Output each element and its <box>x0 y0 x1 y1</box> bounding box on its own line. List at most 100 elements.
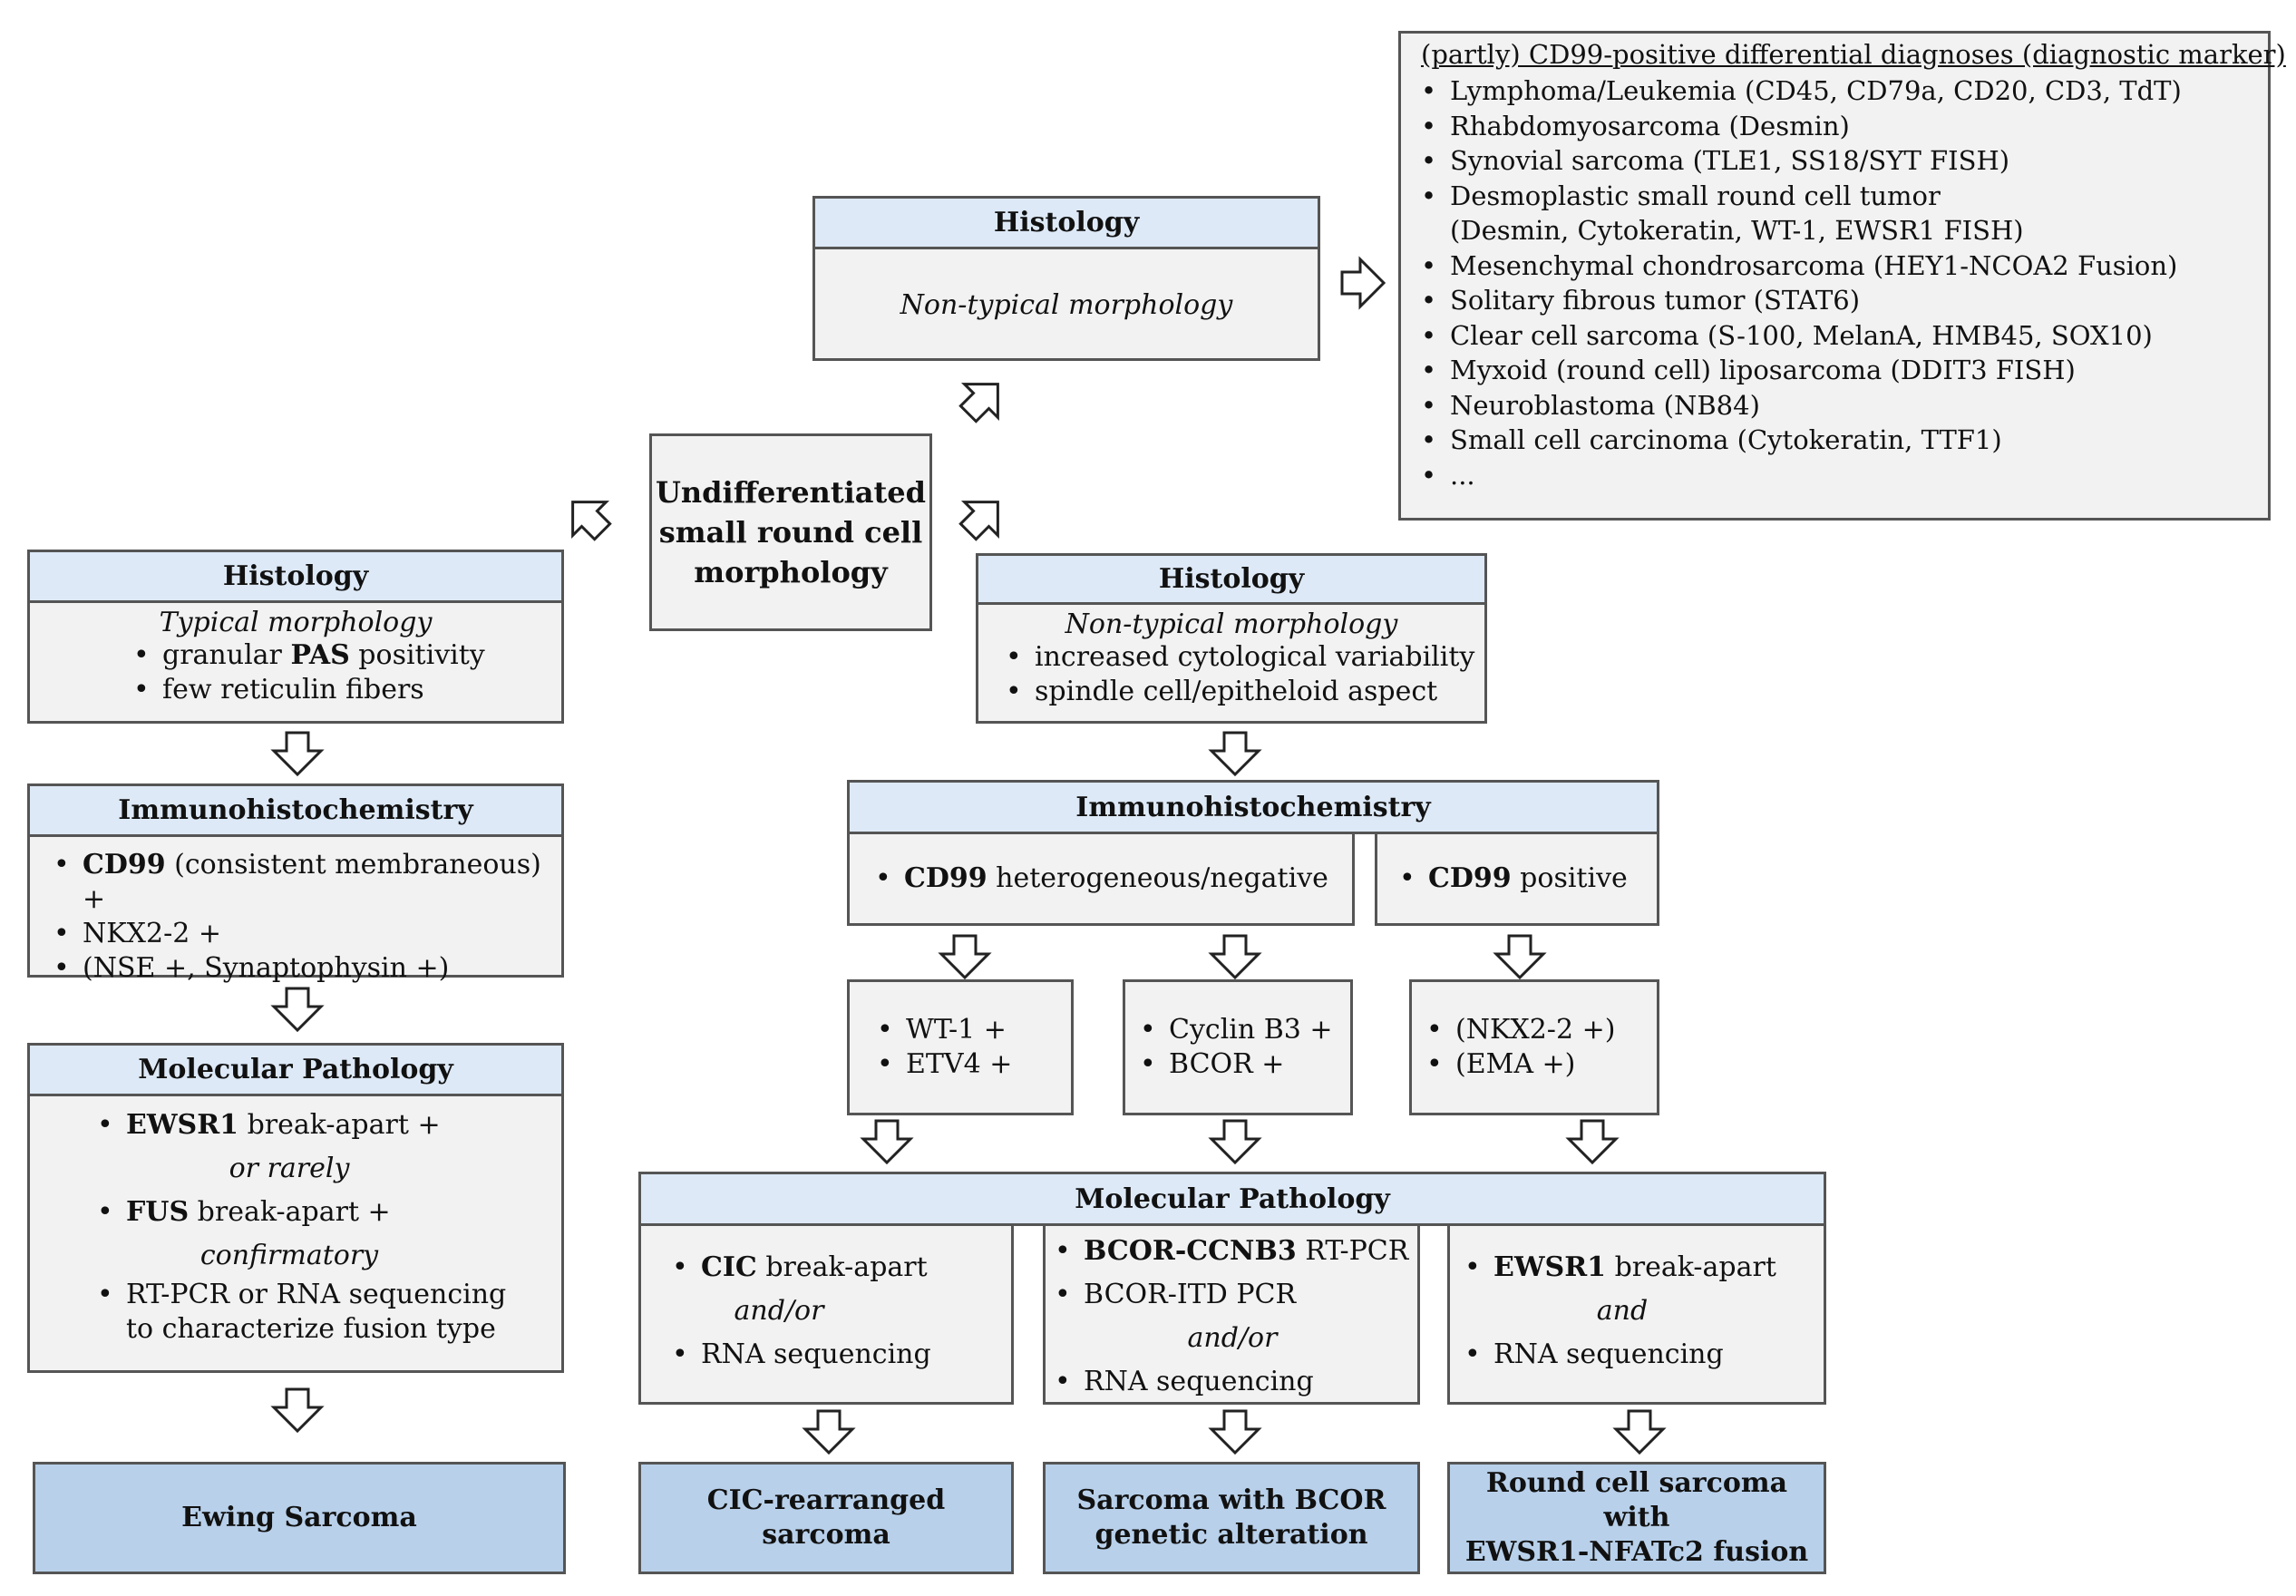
list-item: Myxoid (round cell) liposarcoma (DDIT3 F… <box>1408 353 2261 388</box>
connector-text: or rarely <box>229 1153 350 1184</box>
list-item: FUS break-apart + <box>84 1191 561 1234</box>
result-bcor: Sarcoma with BCOR genetic alteration <box>1043 1462 1420 1574</box>
list-item: Rhabdomyosarcoma (Desmin) <box>1408 109 2261 144</box>
differential-list: Lymphoma/Leukemia (CD45, CD79a, CD20, CD… <box>1408 73 2261 492</box>
list-item: (EMA +) <box>1414 1047 1615 1082</box>
list-item: few reticulin fibers <box>121 673 561 707</box>
arrow-right-histology-down <box>1210 731 1260 776</box>
right-histology-subtitle: Non-typical morphology <box>1065 608 1398 640</box>
molecular-ewsr1-list: EWSR1 break-apart and RNA sequencing <box>1452 1246 1824 1377</box>
arrow-ihc-neg-to-a <box>939 934 990 979</box>
root-label-line3: morphology <box>694 555 888 589</box>
top-histology-title: Histology <box>815 199 1318 249</box>
arrow-left-molecular-down <box>272 1387 323 1433</box>
item-text: RT-PCR <box>1296 1235 1409 1267</box>
list-item: Desmoplastic small round cell tumor <box>1408 179 2261 214</box>
item-text: break-apart + <box>189 1196 391 1228</box>
markers-wt1-box: WT-1 + ETV4 + <box>847 979 1074 1115</box>
list-item: (NSE +, Synaptophysin +) <box>41 951 561 986</box>
arrow-root-to-top-histology <box>949 365 1017 433</box>
right-histology-title: Histology <box>978 556 1484 605</box>
item-bold: CIC <box>701 1251 757 1283</box>
list-item: granular PAS positivity <box>121 638 561 673</box>
left-ihc-box: Immunohistochemistry CD99 (consistent me… <box>27 783 564 986</box>
result-line1: Round cell sarcoma with <box>1485 1467 1788 1533</box>
item-text: break-apart + <box>238 1109 441 1141</box>
list-item: CD99 positive <box>1386 861 1628 896</box>
molecular-bcor-box: BCOR-CCNB3 RT-PCR BCOR-ITD PCR and/or RN… <box>1043 1223 1420 1405</box>
connector-text: and <box>1596 1295 1649 1327</box>
item-text: break-apart <box>756 1251 928 1283</box>
arrow-ewsr1-down <box>1614 1409 1665 1455</box>
arrow-top-to-differential <box>1340 258 1386 308</box>
list-item: ETV4 + <box>864 1047 1012 1082</box>
item-text: heterogeneous/negative <box>987 862 1328 894</box>
result-line2: sarcoma <box>762 1519 890 1551</box>
list-item: spindle cell/epitheloid aspect <box>993 675 1484 709</box>
list-item: RNA sequencing <box>1452 1333 1824 1377</box>
list-item: Small cell carcinoma (Cytokeratin, TTF1) <box>1408 423 2261 458</box>
item-bold: EWSR1 <box>1493 1251 1607 1283</box>
markers-cyclin-list: Cyclin B3 + BCOR + <box>1127 1013 1333 1082</box>
differential-box: (partly) CD99-positive differential diag… <box>1398 31 2286 521</box>
left-histology-list: granular PAS positivity few reticulin fi… <box>121 638 561 707</box>
connector: and/or <box>1042 1317 1417 1360</box>
right-molecular-title: Molecular Pathology <box>1075 1182 1390 1215</box>
item-bold: PAS <box>290 639 350 671</box>
markers-nkx-list: (NKX2-2 +) (EMA +) <box>1414 1013 1615 1082</box>
right-molecular-header-box: Molecular Pathology <box>638 1172 1826 1226</box>
arrow-left-ihc-down <box>272 987 323 1032</box>
list-item: CD99 (consistent membraneous) + <box>41 848 561 917</box>
molecular-cic-box: CIC break-apart and/or RNA sequencing <box>638 1223 1014 1405</box>
top-histology-box: Histology Non-typical morphology <box>812 196 1320 361</box>
item-text: granular <box>162 639 291 671</box>
list-item: Cyclin B3 + <box>1127 1013 1333 1047</box>
left-histology-box: Histology Typical morphology granular PA… <box>27 550 564 724</box>
item-bold: BCOR-CCNB3 <box>1084 1235 1297 1267</box>
right-ihc-header-box: Immunohistochemistry <box>847 780 1659 834</box>
right-histology-box: Histology Non-typical morphology increas… <box>976 553 1487 724</box>
result-cic-rearranged: CIC-rearranged sarcoma <box>638 1462 1014 1574</box>
list-item: NKX2-2 + <box>41 917 561 951</box>
markers-cyclin-box: Cyclin B3 + BCOR + <box>1123 979 1353 1115</box>
arrow-left-histology-down <box>272 731 323 776</box>
list-item: Lymphoma/Leukemia (CD45, CD79a, CD20, CD… <box>1408 73 2261 109</box>
connector: or rarely <box>84 1147 561 1191</box>
arrow-ihc-neg-to-b <box>1210 934 1260 979</box>
result-line2: genetic alteration <box>1094 1519 1368 1551</box>
left-ihc-list: CD99 (consistent membraneous) + NKX2-2 +… <box>41 848 561 986</box>
markers-nkx-box: (NKX2-2 +) (EMA +) <box>1409 979 1659 1115</box>
item-bold: FUS <box>126 1196 190 1228</box>
arrow-bcor-down <box>1210 1409 1260 1455</box>
list-item: Clear cell sarcoma (S-100, MelanA, HMB45… <box>1408 318 2261 354</box>
ihc-cd99-negative-box: CD99 heterogeneous/negative <box>847 832 1355 926</box>
molecular-ewsr1-box: EWSR1 break-apart and RNA sequencing <box>1447 1223 1826 1405</box>
arrow-b-to-molecular <box>1210 1119 1260 1164</box>
list-item: Synovial sarcoma (TLE1, SS18/SYT FISH) <box>1408 143 2261 179</box>
right-ihc-title: Immunohistochemistry <box>1075 791 1431 823</box>
markers-wt1-list: WT-1 + ETV4 + <box>864 1013 1012 1082</box>
list-item: ... <box>1408 458 2261 493</box>
list-item: RNA sequencing <box>659 1333 1011 1377</box>
ihc-positive-list: CD99 positive <box>1386 861 1628 896</box>
list-item: BCOR-ITD PCR <box>1042 1273 1417 1317</box>
item-text: RT-PCR or RNA sequencing <box>126 1279 507 1310</box>
list-item: (Desmin, Cytokeratin, WT-1, EWSR1 FISH) <box>1450 215 2024 246</box>
arrow-root-to-left-histology <box>554 483 621 550</box>
connector: and/or <box>659 1289 1011 1333</box>
molecular-cic-list: CIC break-apart and/or RNA sequencing <box>659 1246 1011 1377</box>
list-item: CD99 heterogeneous/negative <box>862 861 1328 896</box>
item-bold: CD99 <box>1428 862 1512 894</box>
root-box: Undifferentiated small round cell morpho… <box>649 433 932 631</box>
list-item: EWSR1 break-apart + <box>84 1104 561 1147</box>
item-text: (consistent membraneous) + <box>83 849 541 915</box>
left-histology-subtitle: Typical morphology <box>159 607 433 638</box>
arrow-ihc-pos-to-c <box>1494 934 1545 979</box>
item-text: break-apart <box>1606 1251 1776 1283</box>
differential-title: (partly) CD99-positive differential diag… <box>1421 39 2286 70</box>
list-item: Mesenchymal chondrosarcoma (HEY1-NCOA2 F… <box>1408 248 2261 284</box>
right-histology-list: increased cytological variability spindl… <box>993 640 1484 709</box>
root-label-line2: small round cell <box>658 515 923 550</box>
ihc-negative-list: CD99 heterogeneous/negative <box>862 861 1328 896</box>
list-item: Neuroblastoma (NB84) <box>1408 388 2261 423</box>
